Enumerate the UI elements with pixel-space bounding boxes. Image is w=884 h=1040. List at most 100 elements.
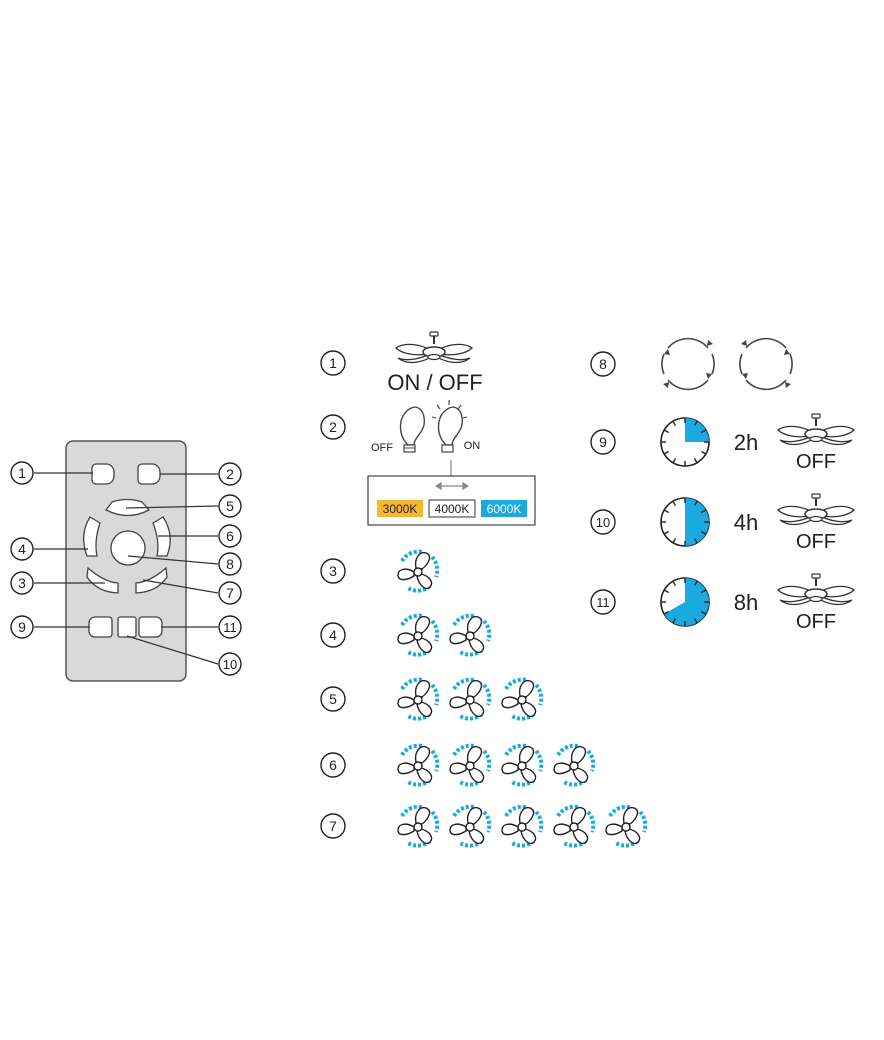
legend-light: 2 OFF ON 3000K 4000K 6000K	[320, 400, 536, 526]
power-button[interactable]	[91, 463, 115, 485]
svg-text:6: 6	[226, 528, 234, 544]
svg-text:3: 3	[18, 575, 26, 591]
speed-row-3: 3	[320, 549, 440, 593]
fan-speed-icon	[396, 613, 440, 657]
rotate-counterclockwise-icon	[739, 337, 793, 391]
timer-hours-label: 4h	[734, 510, 758, 535]
svg-text:8: 8	[599, 356, 607, 372]
callout-11: 11	[218, 615, 242, 639]
remote-callouts: 1 2 5 6 4 8 3 7 9 11 10	[10, 461, 242, 676]
fan-speed-icon	[396, 743, 440, 787]
timer-number: 11	[596, 595, 610, 610]
speed-number: 7	[329, 818, 337, 834]
fan-speed-icon	[448, 677, 492, 721]
temp-6000k-label: 6000K	[487, 502, 522, 516]
svg-text:5: 5	[226, 498, 234, 514]
callout-7: 7	[218, 581, 242, 605]
callout-1: 1	[10, 461, 34, 485]
timer-clock-icon	[660, 417, 710, 467]
reverse-button[interactable]	[110, 530, 146, 566]
ceiling-fan-icon	[777, 413, 855, 446]
fan-speed-icon	[604, 804, 648, 848]
speed-7-button[interactable]	[135, 566, 168, 594]
svg-text:1: 1	[18, 465, 26, 481]
light-button[interactable]	[137, 463, 161, 485]
fan-speed-icon	[500, 804, 544, 848]
timer-off-label: OFF	[796, 531, 836, 553]
speed-row-7: 7	[320, 804, 648, 848]
fan-speed-icon	[448, 743, 492, 787]
fan-speed-icon	[396, 677, 440, 721]
timer-hours-label: 2h	[734, 430, 758, 455]
fan-speed-icon	[552, 743, 596, 787]
temp-3000k-label: 3000K	[383, 502, 418, 516]
fan-speed-icon	[500, 743, 544, 787]
timer-8h-button[interactable]	[138, 616, 163, 638]
timer-4h-button[interactable]	[117, 616, 137, 638]
speed-row-5: 5	[320, 677, 544, 721]
fan-speed-icon	[396, 549, 440, 593]
svg-text:8: 8	[226, 556, 234, 572]
timer-number: 9	[599, 434, 607, 450]
timer-off-label: OFF	[796, 611, 836, 633]
speed-row-4: 4	[320, 613, 492, 657]
rotate-clockwise-icon	[661, 337, 715, 391]
fan-speed-icon	[552, 804, 596, 848]
svg-text:2: 2	[329, 419, 337, 435]
svg-text:2: 2	[226, 466, 234, 482]
callout-10: 10	[218, 652, 242, 676]
callout-5: 5	[218, 494, 242, 518]
legend-speeds: 3 4 5 6 7	[320, 549, 648, 848]
callout-9: 9	[10, 615, 34, 639]
speed-number: 6	[329, 757, 337, 773]
callout-8: 8	[218, 552, 242, 576]
timer-clock-icon	[660, 497, 710, 547]
callout-4: 4	[10, 537, 34, 561]
fan-speed-icon	[500, 677, 544, 721]
legend-direction: 8	[590, 337, 793, 391]
temp-4000k-label: 4000K	[435, 502, 470, 516]
swap-arrow-icon	[434, 481, 470, 491]
light-off-label: OFF	[371, 442, 393, 454]
callout-lines	[34, 472, 219, 665]
fan-speed-icon	[448, 613, 492, 657]
power-label: ON / OFF	[387, 370, 482, 395]
speed-row-6: 6	[320, 743, 596, 787]
legend-power: 1 ON / OFF	[320, 331, 483, 395]
speed-number: 5	[329, 691, 337, 707]
timer-number: 10	[596, 515, 610, 530]
timer-progress	[664, 578, 709, 626]
fan-speed-icon	[448, 804, 492, 848]
callout-2: 2	[218, 462, 242, 486]
temp-3000k-swatch	[377, 500, 423, 517]
callout-6: 6	[218, 524, 242, 548]
svg-text:7: 7	[226, 585, 234, 601]
svg-text:4: 4	[18, 541, 26, 557]
temp-4000k-swatch	[428, 499, 476, 518]
speed-number: 4	[329, 627, 337, 643]
callout-3: 3	[10, 571, 34, 595]
timer-2h-button[interactable]	[88, 616, 113, 638]
bulb-off-icon	[399, 406, 425, 453]
timer-clock-icon	[660, 577, 710, 627]
ceiling-fan-icon	[777, 493, 855, 526]
ceiling-fan-icon	[777, 573, 855, 606]
svg-text:9: 9	[18, 619, 26, 635]
timer-progress	[685, 418, 709, 442]
temp-6000k-swatch	[481, 500, 527, 517]
timer-off-label: OFF	[796, 451, 836, 473]
svg-text:1: 1	[329, 355, 337, 371]
bulb-on-icon	[431, 400, 468, 453]
speed-number: 3	[329, 563, 337, 579]
speed-4-button[interactable]	[83, 516, 101, 557]
ceiling-fan-icon	[395, 331, 473, 364]
timer-progress	[685, 498, 709, 546]
svg-text:11: 11	[223, 620, 237, 635]
fan-speed-icon	[396, 804, 440, 848]
timer-hours-label: 8h	[734, 590, 758, 615]
